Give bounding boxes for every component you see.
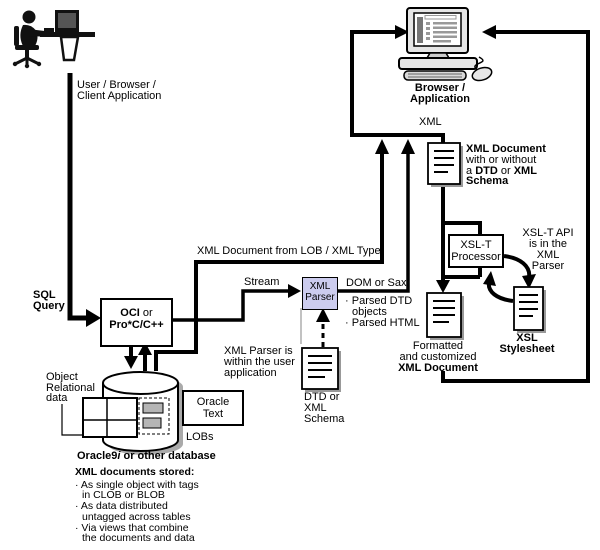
dtd-schema-label-line: DTD or (304, 391, 340, 403)
formatted-document-icon (426, 292, 464, 340)
browser-label: Browser / Application (398, 83, 482, 105)
formatted-doc-label-line: XML Document (398, 362, 478, 374)
dtd-schema-label-line: XML (304, 402, 327, 414)
xml-document-icon (427, 142, 463, 187)
parser-output-item: · Parsed DTD (345, 295, 413, 307)
dtd-schema-label: DTD or XML Schema (304, 392, 344, 425)
formatted-doc-label-line: and customized (399, 351, 477, 363)
user-workstation-icon (12, 10, 95, 69)
parser-output-item-cont: objects (352, 306, 387, 318)
xslt-api-note-line: XML (536, 249, 560, 261)
xslt-label-line: XSL-T (460, 239, 492, 251)
object-relational-line: Relational (46, 381, 95, 394)
xslt-processor-box: XSL-T Processor (448, 234, 504, 268)
sql-query-label: SQL Query (33, 290, 65, 312)
xml-document-note-line: XML Document (466, 143, 546, 155)
xml-storage-item: · As single object with tags (75, 478, 199, 491)
oracle-text-label-line: Oracle (196, 396, 230, 408)
xml-storage-item: · Via views that combine (75, 521, 189, 534)
sql-query-label-line: Query (33, 300, 65, 312)
user-label-line: Client Application (77, 90, 162, 102)
xsl-stylesheet-label-line: Stylesheet (499, 343, 555, 355)
browser-computer-icon (398, 7, 493, 82)
xml-storage-item-cont: untagged across tables (82, 510, 191, 523)
xml-parser-label-line: XML (309, 281, 331, 292)
dtd-schema-document-icon (301, 347, 341, 392)
dtd-schema-label-line: Schema (304, 413, 345, 425)
xml-storage-item: · As data distributed (75, 500, 168, 513)
parser-note: XML Parser is within the user applicatio… (224, 346, 308, 379)
database-name-label: Oracle9i or other database (77, 450, 216, 462)
xslt-api-note-line: Parser (531, 260, 565, 272)
dom-sax-flow-label: DOM or Sax (346, 277, 407, 289)
formatted-doc-label-line: Formatted (412, 340, 464, 352)
object-relational-label: Object Relational data (46, 372, 95, 404)
object-relational-line: Object (46, 371, 78, 383)
oci-label-part: OCI (120, 307, 140, 319)
xml-document-note-line: with or without (466, 153, 537, 166)
xml-document-note: XML Document with or without a DTD or XM… (466, 144, 564, 187)
formatted-doc-label: Formatted and customized XML Document (392, 341, 484, 374)
xml-storage-item-cont: the documents and data (82, 532, 195, 545)
oci-box: OCI or Pro*C/C++ (100, 298, 173, 347)
user-label-line: User / Browser / (77, 79, 156, 91)
xml-document-note-line: a DTD or XML (466, 164, 537, 177)
xslt-api-note-line: is in the (529, 238, 567, 250)
parser-note-line: within the user (224, 356, 295, 368)
arrowheads (86, 25, 536, 416)
browser-label-line: Application (410, 93, 470, 105)
stream-flow-label: Stream (244, 276, 280, 288)
parser-output-item: · Parsed HTML (345, 317, 420, 329)
lob-xmltype-flow-label: XML Document from LOB / XML Type (197, 245, 381, 257)
xml-parser-box: XML Parser (302, 277, 338, 310)
object-relational-line: data (46, 392, 68, 404)
xslt-api-note-line: XSL-T API (522, 227, 574, 239)
parser-note-line: application (224, 367, 277, 379)
xsl-stylesheet-icon (513, 286, 546, 333)
parser-note-line: XML Parser is (224, 345, 293, 357)
xslt-api-note: XSL-T API is in the XML Parser (510, 228, 586, 272)
xml-storage-item-cont: in CLOB or BLOB (82, 489, 165, 502)
relational-table-icon (82, 397, 138, 438)
user-label: User / Browser / Client Application (77, 80, 161, 102)
oracle-text-box: Oracle Text (182, 390, 244, 426)
oracle-text-label-line: Text (202, 408, 224, 420)
xml-parser-label-line: Parser (305, 292, 335, 303)
xsl-stylesheet-label: XSL Stylesheet (494, 333, 560, 355)
oci-label-part: or (142, 307, 153, 319)
xslt-label-line: Processor (451, 251, 501, 263)
parser-outputs-list: · Parsed DTD objects · Parsed HTML (345, 296, 429, 329)
xml-flow-label: XML (419, 116, 442, 128)
xsl-stylesheet-label-line: XSL (516, 332, 538, 344)
lobs-label: LOBs (186, 431, 214, 443)
browser-label-line: Browser / (414, 82, 466, 94)
xml-storage-list: XML documents stored: · As single object… (75, 467, 211, 544)
sql-query-label-line: SQL (33, 289, 56, 301)
lobs-icon (138, 397, 170, 435)
oci-label-part: Pro*C/C++ (109, 319, 164, 331)
xml-document-note-line: Schema (466, 175, 509, 188)
xml-storage-title: XML documents stored: (75, 466, 195, 478)
